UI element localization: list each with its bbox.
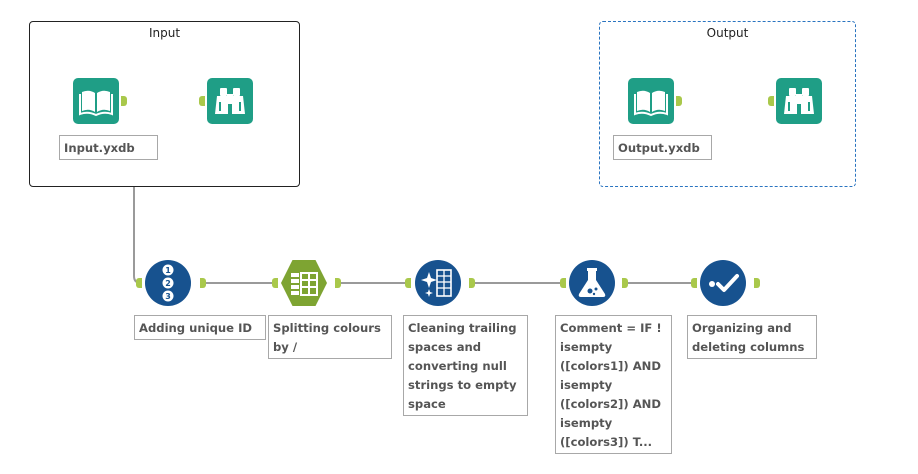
output-data-label[interactable]: Output.yxdb xyxy=(613,135,712,160)
flask-icon xyxy=(578,268,606,297)
svg-text:3: 3 xyxy=(165,292,171,301)
formula-output-anchor[interactable] xyxy=(622,278,628,288)
output-data-tool[interactable] xyxy=(628,78,674,124)
output-container-title: Output xyxy=(706,26,749,40)
input-browse-input-anchor[interactable] xyxy=(199,96,205,106)
binoculars-icon xyxy=(784,88,814,114)
input-data-output-anchor[interactable] xyxy=(121,96,127,106)
svg-text:1: 1 xyxy=(165,266,171,275)
formula-input-anchor[interactable] xyxy=(560,278,566,288)
input-container-title: Input xyxy=(148,26,181,40)
checkmark-icon xyxy=(709,274,739,292)
output-browse-input-anchor[interactable] xyxy=(768,96,774,106)
input-browse-tool[interactable] xyxy=(207,78,253,124)
text-to-columns-label[interactable]: Splitting colours by / xyxy=(268,315,392,359)
data-cleansing-label[interactable]: Cleaning trailing spaces and converting … xyxy=(403,315,528,416)
split-input-anchor[interactable] xyxy=(272,278,278,288)
book-icon xyxy=(634,90,668,117)
input-container[interactable]: Input xyxy=(29,21,300,187)
record-id-output-anchor[interactable] xyxy=(200,278,206,288)
cleansing-icon xyxy=(421,269,452,297)
select-tool[interactable] xyxy=(700,260,746,306)
select-input-anchor[interactable] xyxy=(691,278,697,288)
record-id-label[interactable]: Adding unique ID xyxy=(134,315,266,340)
record-id-tool[interactable]: 1 2 3 xyxy=(145,260,191,306)
cleanse-output-anchor[interactable] xyxy=(469,278,475,288)
binoculars-icon xyxy=(215,88,245,114)
book-icon xyxy=(79,90,113,117)
svg-text:2: 2 xyxy=(165,279,171,288)
output-data-output-anchor[interactable] xyxy=(676,96,682,106)
select-label[interactable]: Organizing and deleting columns xyxy=(687,315,817,359)
select-output-anchor[interactable] xyxy=(754,278,760,288)
split-output-anchor[interactable] xyxy=(335,278,341,288)
output-browse-tool[interactable] xyxy=(776,78,822,124)
formula-label[interactable]: Comment = IF ! isempty ([colors1]) AND i… xyxy=(555,315,672,454)
input-data-tool[interactable] xyxy=(73,78,119,124)
data-cleansing-tool[interactable] xyxy=(415,260,461,306)
input-data-label[interactable]: Input.yxdb xyxy=(59,135,158,160)
numbered-list-icon: 1 2 3 xyxy=(162,264,174,302)
record-id-input-anchor[interactable] xyxy=(136,278,142,288)
formula-tool[interactable] xyxy=(569,260,615,306)
split-columns-icon xyxy=(291,272,318,296)
text-to-columns-tool[interactable] xyxy=(281,260,327,306)
cleanse-input-anchor[interactable] xyxy=(405,278,411,288)
